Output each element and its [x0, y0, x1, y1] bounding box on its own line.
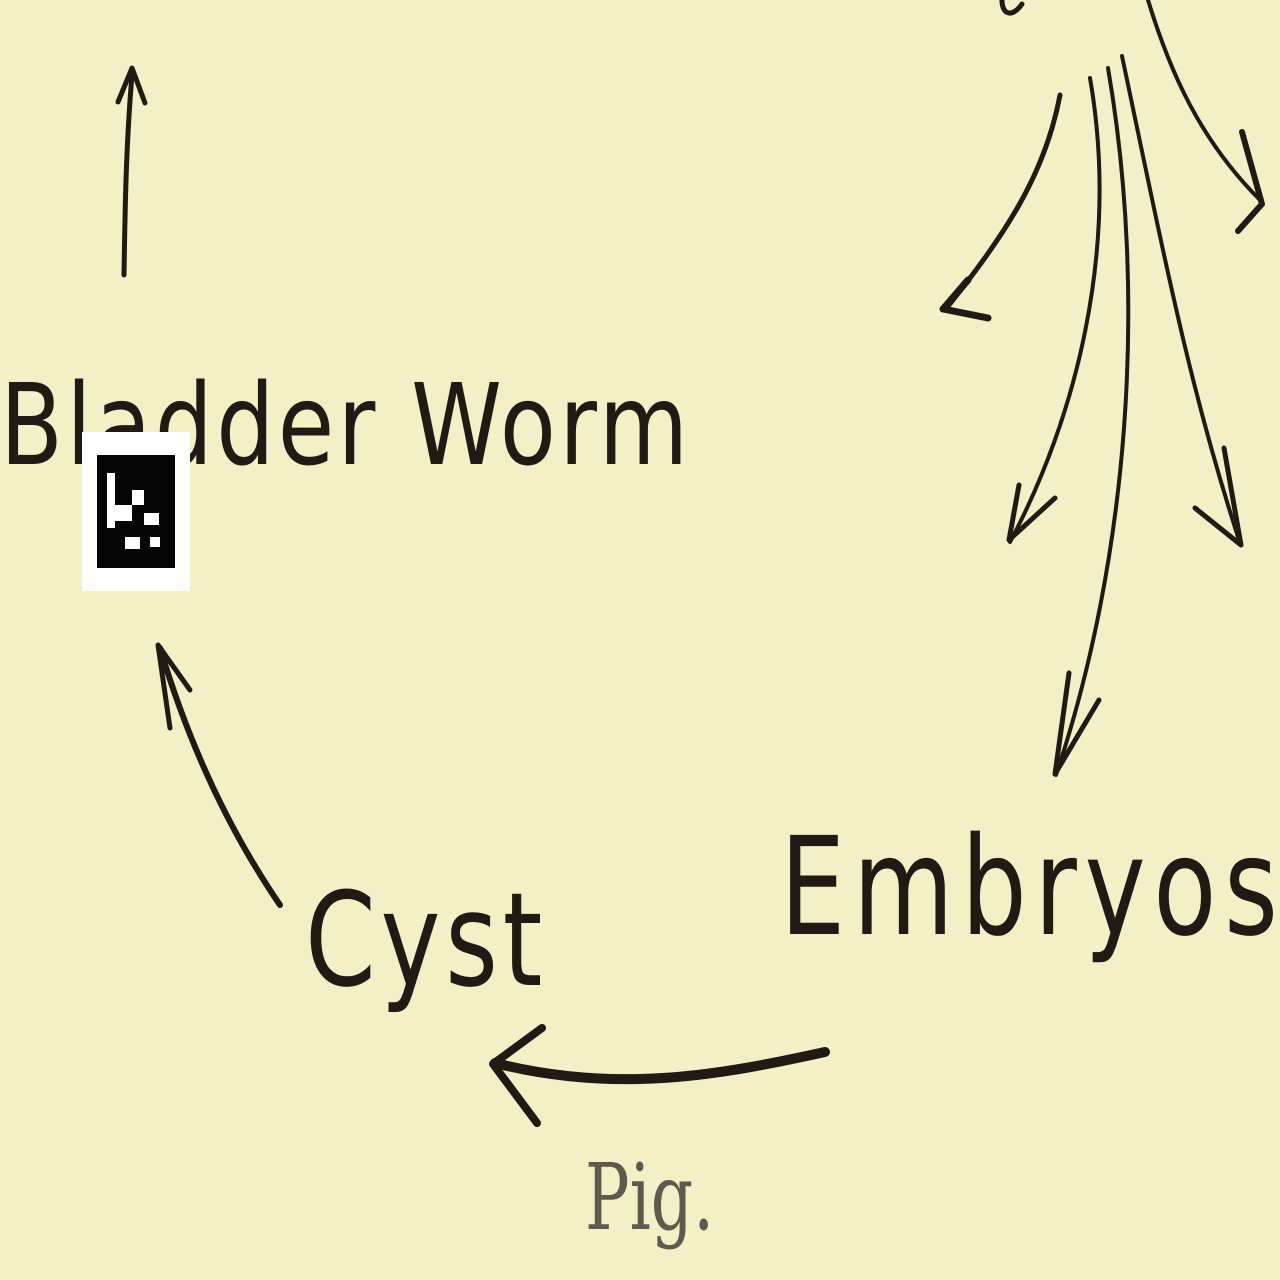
qr-marker-cell	[107, 473, 115, 528]
pig-label: Pig.	[585, 1144, 715, 1251]
partial-top-mark-icon	[999, 0, 1025, 16]
arrow-right-lower-branch-head-icon	[1192, 445, 1244, 548]
arrow-up-head-icon	[115, 65, 148, 106]
qr-marker-cell	[125, 537, 140, 549]
arrow-right-lower-branch-icon	[1120, 54, 1242, 545]
qr-marker-icon	[82, 432, 190, 591]
qr-marker-core	[97, 455, 175, 568]
arrow-middle-left-branch-icon	[1008, 76, 1102, 544]
qr-marker-cell	[115, 505, 132, 521]
cyst-label: Cyst	[305, 864, 548, 1016]
arrow-embryos-to-cyst-icon	[490, 1047, 830, 1085]
embryos-label: Embryos	[780, 809, 1280, 967]
arrow-middle-left-branch-head-icon	[1006, 482, 1058, 543]
arrow-up-icon	[121, 72, 135, 278]
arrow-center-branch-head-icon	[1052, 670, 1102, 777]
qr-marker-cell	[132, 490, 144, 505]
arrow-right-upper-branch-head-icon	[1235, 129, 1265, 234]
arrow-embryos-to-cyst-head-icon	[489, 1024, 546, 1127]
qr-marker-cell	[150, 537, 160, 547]
arrow-cyst-to-bladder-head-icon	[155, 642, 193, 731]
arrow-center-branch-icon	[1054, 66, 1131, 777]
arrow-top-left-branch-head-icon	[939, 276, 992, 322]
arrow-cyst-to-bladder-icon	[157, 645, 283, 908]
qr-marker-cell	[144, 513, 159, 525]
arrow-top-left-branch-icon	[942, 92, 1063, 313]
arrow-right-upper-branch-icon	[1146, 0, 1262, 202]
